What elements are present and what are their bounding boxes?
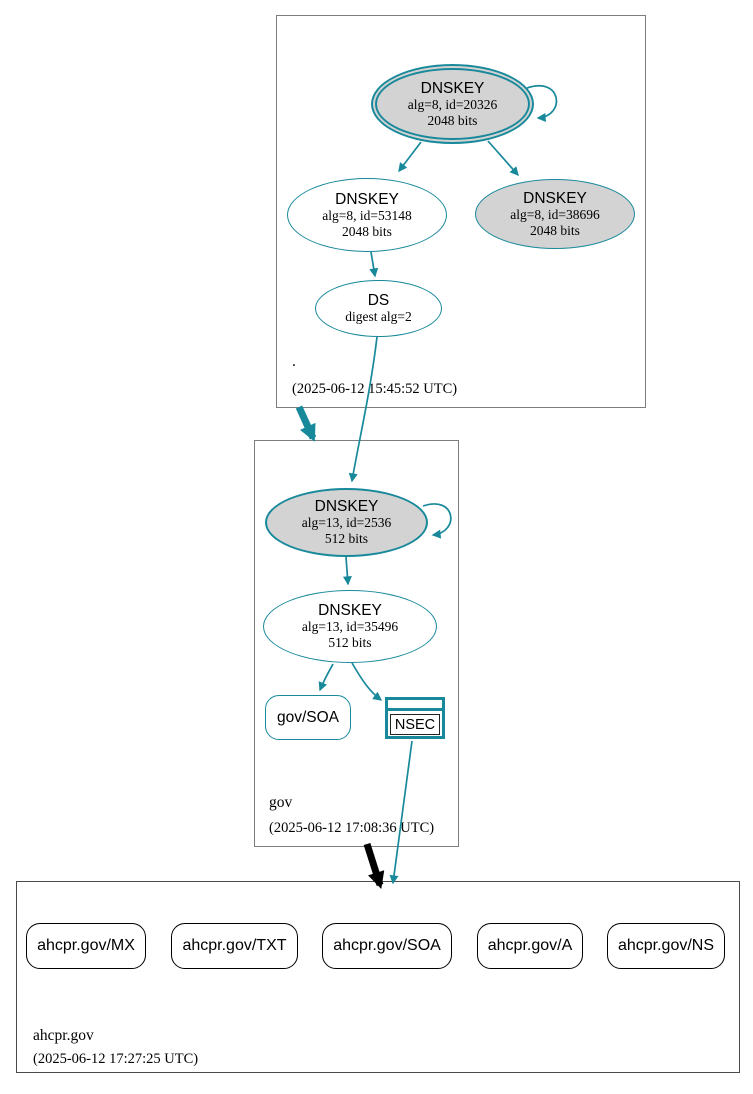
zone-timestamp-gov: (2025-06-12 17:08:36 UTC) bbox=[269, 820, 435, 836]
edge-delegation-gov-to-ahcpr bbox=[363, 842, 385, 890]
node-title: DS bbox=[367, 292, 390, 309]
zone-timestamp-ahcpr-gov: (2025-06-12 17:27:25 UTC) bbox=[33, 1051, 199, 1067]
node-dnskey-root-standby: DNSKEY alg=8, id=38696 2048 bits bbox=[475, 179, 635, 249]
zone-timestamp-root: (2025-06-12 15:45:52 UTC) bbox=[292, 381, 458, 397]
node-detail: 512 bits bbox=[324, 531, 369, 546]
node-title: DNSKEY bbox=[335, 190, 399, 208]
node-rrset-ahcpr-soa: ahcpr.gov/SOA bbox=[322, 923, 452, 969]
zone-label-root: . bbox=[292, 353, 296, 370]
node-detail: 2048 bits bbox=[427, 112, 478, 128]
node-dnskey-gov-zsk: DNSKEY alg=13, id=35496 512 bits bbox=[263, 590, 437, 663]
zone-box-root bbox=[276, 15, 646, 408]
edge-delegation-root-to-gov bbox=[295, 405, 317, 442]
zone-label-gov: gov bbox=[269, 794, 293, 811]
node-rrset-gov-soa: gov/SOA bbox=[265, 695, 351, 740]
node-rrset-ahcpr-ns: ahcpr.gov/NS bbox=[607, 923, 725, 969]
rrset-label: ahcpr.gov/SOA bbox=[333, 937, 441, 954]
node-rrset-ahcpr-txt: ahcpr.gov/TXT bbox=[171, 923, 298, 969]
node-detail: alg=8, id=38696 bbox=[510, 206, 600, 222]
rrset-label: ahcpr.gov/MX bbox=[37, 937, 135, 954]
zone-box-ahcpr-gov bbox=[16, 881, 740, 1073]
rrset-label: ahcpr.gov/A bbox=[487, 937, 573, 954]
rrset-label: gov/SOA bbox=[276, 708, 340, 726]
node-title: DNSKEY bbox=[314, 498, 379, 515]
node-dnskey-root-zsk: DNSKEY alg=8, id=53148 2048 bits bbox=[287, 178, 447, 252]
node-rrset-ahcpr-mx: ahcpr.gov/MX bbox=[26, 923, 146, 969]
node-detail: alg=13, id=35496 bbox=[301, 619, 399, 634]
node-title: DNSKEY bbox=[318, 602, 382, 619]
nsec-label-cell: NSEC bbox=[390, 714, 440, 735]
nsec-header-cell bbox=[388, 700, 442, 711]
nsec-label: NSEC bbox=[394, 716, 436, 733]
node-detail: alg=13, id=2536 bbox=[301, 515, 392, 530]
node-detail: 2048 bits bbox=[530, 222, 580, 238]
node-detail: digest alg=2 bbox=[345, 309, 412, 324]
node-detail: 512 bits bbox=[328, 635, 372, 650]
node-rrset-ahcpr-a: ahcpr.gov/A bbox=[477, 923, 583, 969]
node-detail: alg=8, id=20326 bbox=[407, 96, 498, 112]
node-ds-gov: DS digest alg=2 bbox=[315, 280, 442, 337]
node-dnskey-gov-ksk: DNSKEY alg=13, id=2536 512 bits bbox=[265, 488, 428, 557]
rrset-label: ahcpr.gov/TXT bbox=[182, 937, 287, 954]
node-title: DNSKEY bbox=[420, 79, 485, 97]
rrset-label: ahcpr.gov/NS bbox=[617, 937, 715, 954]
node-dnskey-root-ksk: DNSKEY alg=8, id=20326 2048 bits bbox=[371, 64, 534, 144]
node-detail: 2048 bits bbox=[342, 223, 392, 239]
node-detail: alg=8, id=53148 bbox=[322, 207, 412, 223]
node-nsec: NSEC bbox=[385, 697, 445, 739]
zone-label-ahcpr-gov: ahcpr.gov bbox=[33, 1027, 94, 1044]
node-title: DNSKEY bbox=[523, 189, 587, 207]
